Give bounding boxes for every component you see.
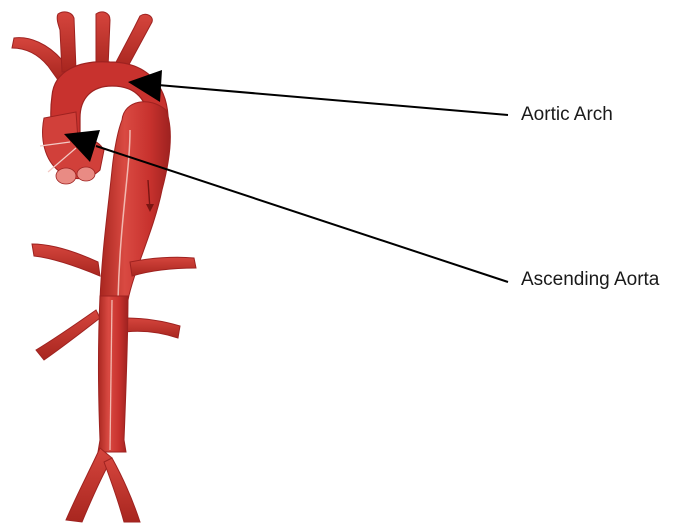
aorta-illustration [12,12,196,522]
aortic-valve-cusp-left [56,168,76,184]
aortic-arch-label: Aortic Arch [521,105,613,124]
aortic-valve-cusp-right [77,167,95,181]
iliac-arteries [66,448,140,522]
abdominal-aorta [98,296,128,452]
aortic-arch-arrow [128,70,508,115]
ascending-aorta-label: Ascending Aorta [521,270,659,289]
